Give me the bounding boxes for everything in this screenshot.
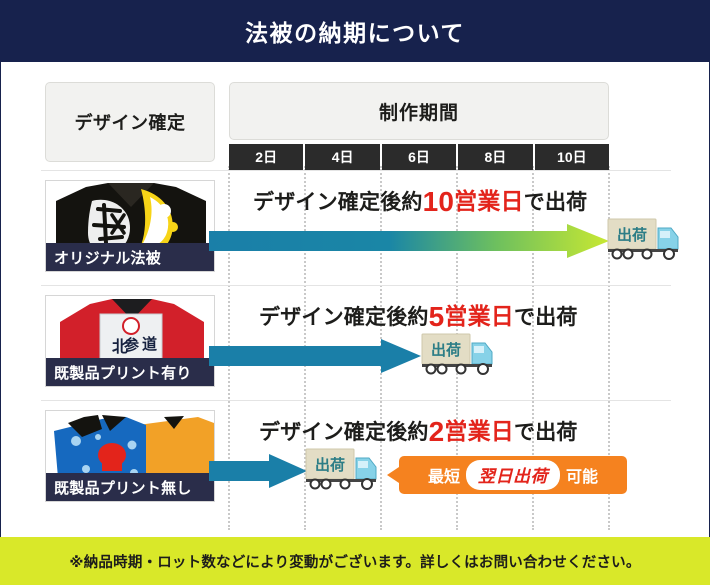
row-headline: デザイン確定後約2営業日で出荷 <box>259 412 578 448</box>
design-confirmed-box: デザイン確定 <box>45 82 215 162</box>
badge-suffix: 可能 <box>566 469 599 486</box>
headline-days: 5 <box>428 301 445 332</box>
table-row: オリジナル法被 デザイン確定後約10営業日で出荷 <box>1 170 709 286</box>
product-label: オリジナル法被 <box>46 243 214 271</box>
product-thumbnail-preprinted: 北 参 道 倶 楽 部 既製品プリント有り <box>45 295 215 387</box>
shipping-truck-icon: 出荷 <box>607 216 685 267</box>
timeline-arrow-5days <box>209 339 421 373</box>
headline-unit: 営業日 <box>454 188 524 214</box>
chart-body: デザイン確定 制作期間 2日 4日 6日 8日 10日 <box>1 62 709 530</box>
truck-icon: 出荷 <box>305 448 377 490</box>
day-tick-2: 2日 <box>229 144 304 170</box>
row-divider <box>41 400 671 401</box>
shipping-truck-icon: 出荷 <box>305 446 383 497</box>
truck-icon: 出荷 <box>421 333 493 375</box>
row-headline: デザイン確定後約10営業日で出荷 <box>253 182 587 218</box>
day-tick-8: 8日 <box>458 144 533 170</box>
production-period-label: 制作期間 <box>378 102 459 124</box>
product-thumbnail-original: オリジナル法被 <box>45 180 215 272</box>
table-row: 既製品プリント無し デザイン確定後約2営業日で出荷 出荷 <box>1 400 709 516</box>
arrow-gradient-shape <box>209 224 609 258</box>
svg-text:出荷: 出荷 <box>431 341 461 359</box>
headline-days: 10 <box>422 186 455 217</box>
svg-text:道: 道 <box>142 335 157 353</box>
timeline-arrow-2days <box>209 454 307 488</box>
badge-highlight: 翌日出荷 <box>466 460 560 490</box>
day-tick-10: 10日 <box>534 144 610 170</box>
headline-prefix: デザイン確定後約 <box>253 191 423 214</box>
svg-text:出荷: 出荷 <box>617 226 647 244</box>
headline-suffix: で出荷 <box>523 191 588 214</box>
next-day-shipping-badge: 最短 翌日出荷 可能 <box>387 456 627 494</box>
product-label: 既製品プリント無し <box>46 473 214 501</box>
design-confirmed-label: デザイン確定 <box>74 113 186 133</box>
footer-note-bar: ※納品時期・ロット数などにより変動がございます。詳しくはお問い合わせください。 <box>0 537 710 585</box>
svg-text:出荷: 出荷 <box>315 456 345 474</box>
headline-unit: 営業日 <box>444 418 514 444</box>
arrow-solid-shape <box>209 454 307 488</box>
table-row: 北 参 道 倶 楽 部 既製品プリント有り デザイン確定後約5営業日で出荷 <box>1 285 709 401</box>
day-scale: 2日 4日 6日 8日 10日 <box>229 144 610 170</box>
arrow-solid-shape <box>209 339 421 373</box>
shipping-truck-icon: 出荷 <box>421 331 499 382</box>
page-header: 法被の納期について <box>0 0 710 62</box>
product-label: 既製品プリント有り <box>46 358 214 386</box>
day-tick-6: 6日 <box>381 144 457 170</box>
svg-text:参: 参 <box>124 336 140 354</box>
headline-prefix: デザイン確定後約 <box>259 306 429 329</box>
timeline-arrow-10days <box>209 224 609 258</box>
day-tick-4: 4日 <box>305 144 380 170</box>
row-headline: デザイン確定後約5営業日で出荷 <box>259 297 578 333</box>
truck-icon: 出荷 <box>607 218 679 260</box>
headline-suffix: で出荷 <box>514 306 578 329</box>
badge-prefix: 最短 <box>427 469 460 486</box>
headline-suffix: で出荷 <box>514 421 578 444</box>
headline-days: 2 <box>428 416 445 447</box>
row-divider <box>41 285 671 286</box>
page-title: 法被の納期について <box>245 20 465 46</box>
headline-prefix: デザイン確定後約 <box>259 421 429 444</box>
svg-text:北: 北 <box>112 338 128 356</box>
production-period-box: 制作期間 <box>229 82 609 140</box>
row-divider <box>41 170 671 171</box>
footer-note-text: ※納品時期・ロット数などにより変動がございます。詳しくはお問い合わせください。 <box>69 554 641 571</box>
product-thumbnail-plain: 既製品プリント無し <box>45 410 215 502</box>
headline-unit: 営業日 <box>444 303 514 329</box>
